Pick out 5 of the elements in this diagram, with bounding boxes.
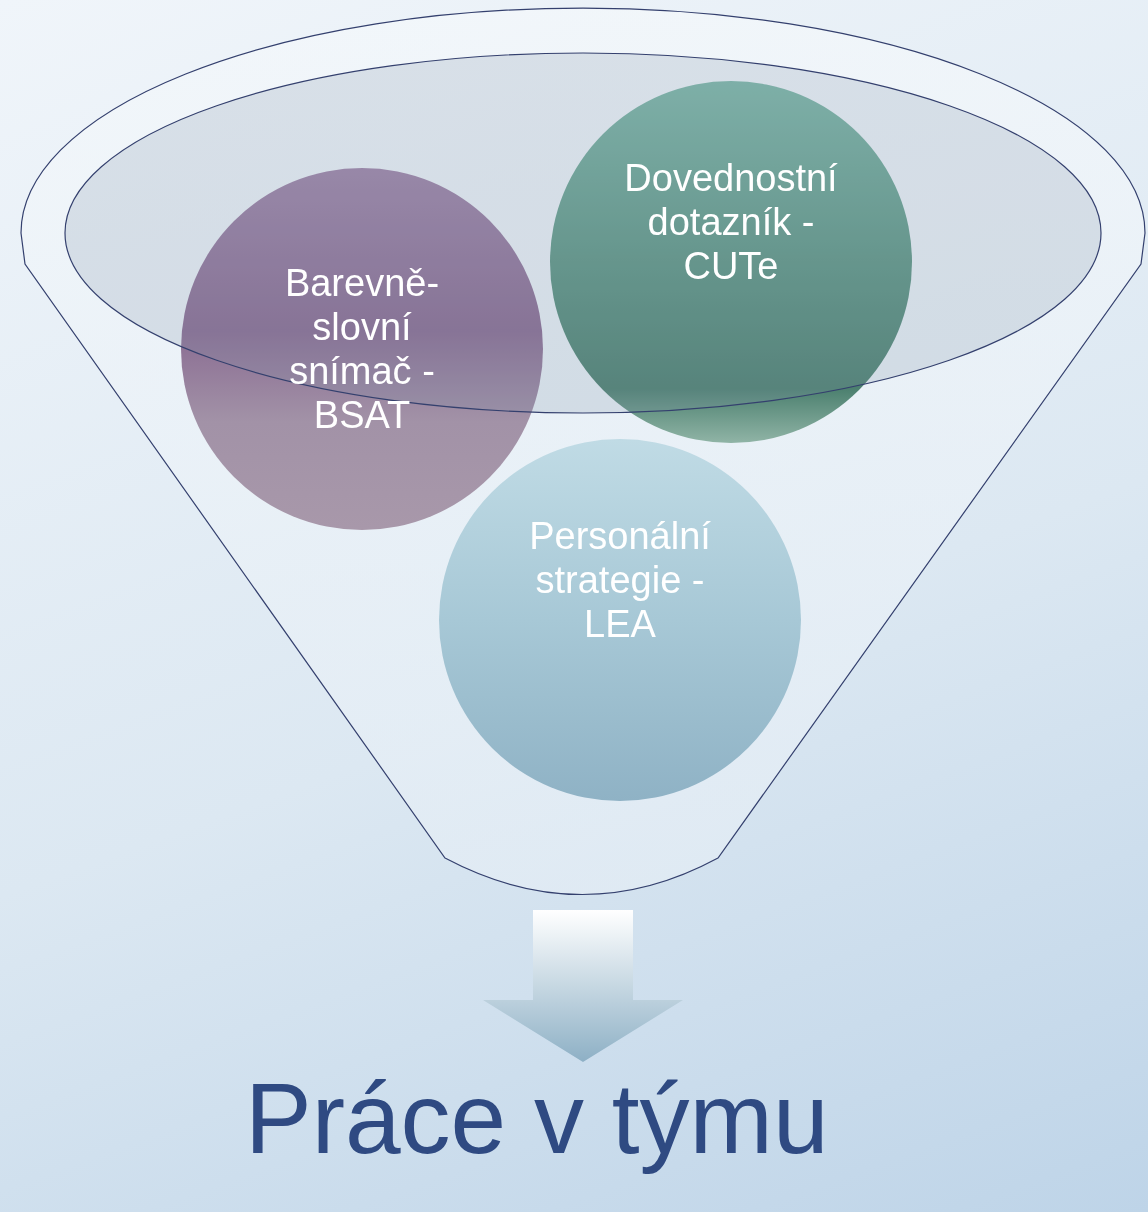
down-arrow <box>483 910 683 1062</box>
circle-label: Personální strategie - LEA <box>528 514 712 646</box>
circle-label: Barevně-slovní snímač - BSAT <box>283 261 441 437</box>
circle-label: Dovednostní dotazník - CUTe <box>623 156 839 288</box>
result-heading: Práce v týmu <box>245 1062 829 1174</box>
